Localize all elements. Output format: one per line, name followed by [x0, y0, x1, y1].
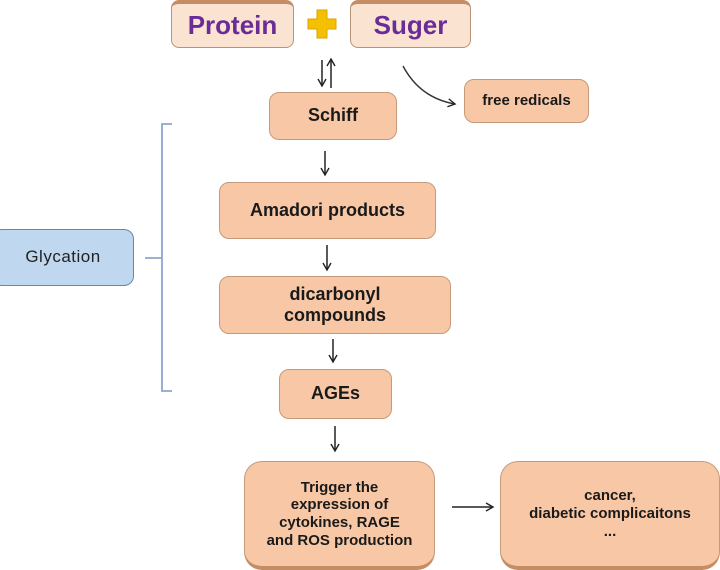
node-glycation-label: Glycation — [25, 247, 101, 267]
node-schiff-label: Schiff — [307, 105, 358, 126]
node-outcome: cancer, diabetic complicaitons ... — [500, 461, 720, 570]
node-trigger-line-1: Trigger the — [300, 478, 379, 496]
node-sugar-label: Suger — [373, 10, 448, 41]
node-outcome-line-3: ... — [603, 522, 617, 540]
node-amadori-products: Amadori products — [219, 182, 436, 239]
node-amadori-label: Amadori products — [249, 199, 405, 220]
node-trigger-line-2: expression of — [290, 496, 389, 514]
node-dicarbonyl-compounds: dicarbonyl compounds — [219, 276, 451, 334]
node-free-radicals-label: free redicals — [482, 92, 571, 110]
node-trigger-line-4: and ROS production — [266, 531, 413, 549]
node-schiff: Schiff — [269, 92, 397, 140]
node-dicarbonyl-line-1: dicarbonyl — [289, 283, 381, 304]
node-outcome-line-1: cancer, — [584, 487, 636, 505]
node-sugar: Suger — [350, 0, 471, 48]
node-outcome-line-2: diabetic complicaitons — [529, 505, 691, 523]
node-trigger-expression: Trigger the expression of cytokines, RAG… — [244, 461, 435, 570]
node-dicarbonyl-line-2: compounds — [284, 305, 386, 325]
node-protein: Protein — [171, 0, 294, 48]
node-protein-label: Protein — [187, 10, 278, 41]
node-trigger-line-3: cytokines, RAGE — [279, 514, 400, 531]
node-glycation: Glycation — [0, 229, 134, 286]
node-free-radicals: free redicals — [464, 79, 589, 123]
node-ages: AGEs — [279, 369, 392, 419]
glycation-bracket — [161, 123, 172, 392]
plus-icon — [307, 9, 337, 39]
arrow-to-free-radicals — [402, 65, 457, 108]
node-ages-label: AGEs — [310, 383, 361, 404]
